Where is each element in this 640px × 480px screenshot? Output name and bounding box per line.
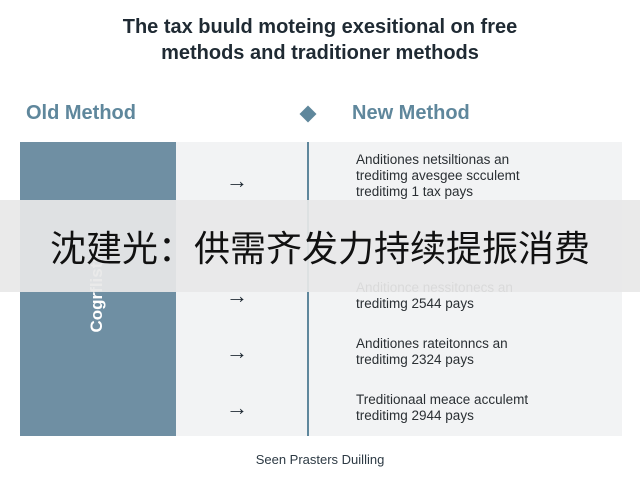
arrow-icon: → bbox=[226, 168, 248, 193]
diamond-icon bbox=[299, 105, 317, 123]
arrow-icon: → bbox=[226, 339, 248, 364]
footer-caption: Seen Prasters Duilling bbox=[255, 452, 385, 467]
title-line-1: The tax buuld moteing exesitional on fre… bbox=[122, 16, 518, 38]
overlay-headline: 沈建光：供需齐发力持续提振消费 bbox=[49, 229, 590, 270]
new-method-heading: New Method bbox=[352, 102, 470, 124]
new-method-entry: Anditiones rateitonncs an treditimg 2324… bbox=[356, 336, 508, 367]
old-method-heading: Old Method bbox=[26, 102, 136, 124]
new-method-entry: Anditiones netsiltionas an treditimg ave… bbox=[356, 152, 520, 199]
overlay-banner bbox=[0, 200, 640, 292]
diagram-title: The tax buuld moteing exesitional on fre… bbox=[0, 14, 640, 66]
new-method-entry: Treditionaal meace acculemt treditimg 29… bbox=[356, 392, 529, 423]
arrow-icon: → bbox=[226, 395, 248, 420]
title-line-2: methods and traditioner methods bbox=[161, 42, 479, 64]
